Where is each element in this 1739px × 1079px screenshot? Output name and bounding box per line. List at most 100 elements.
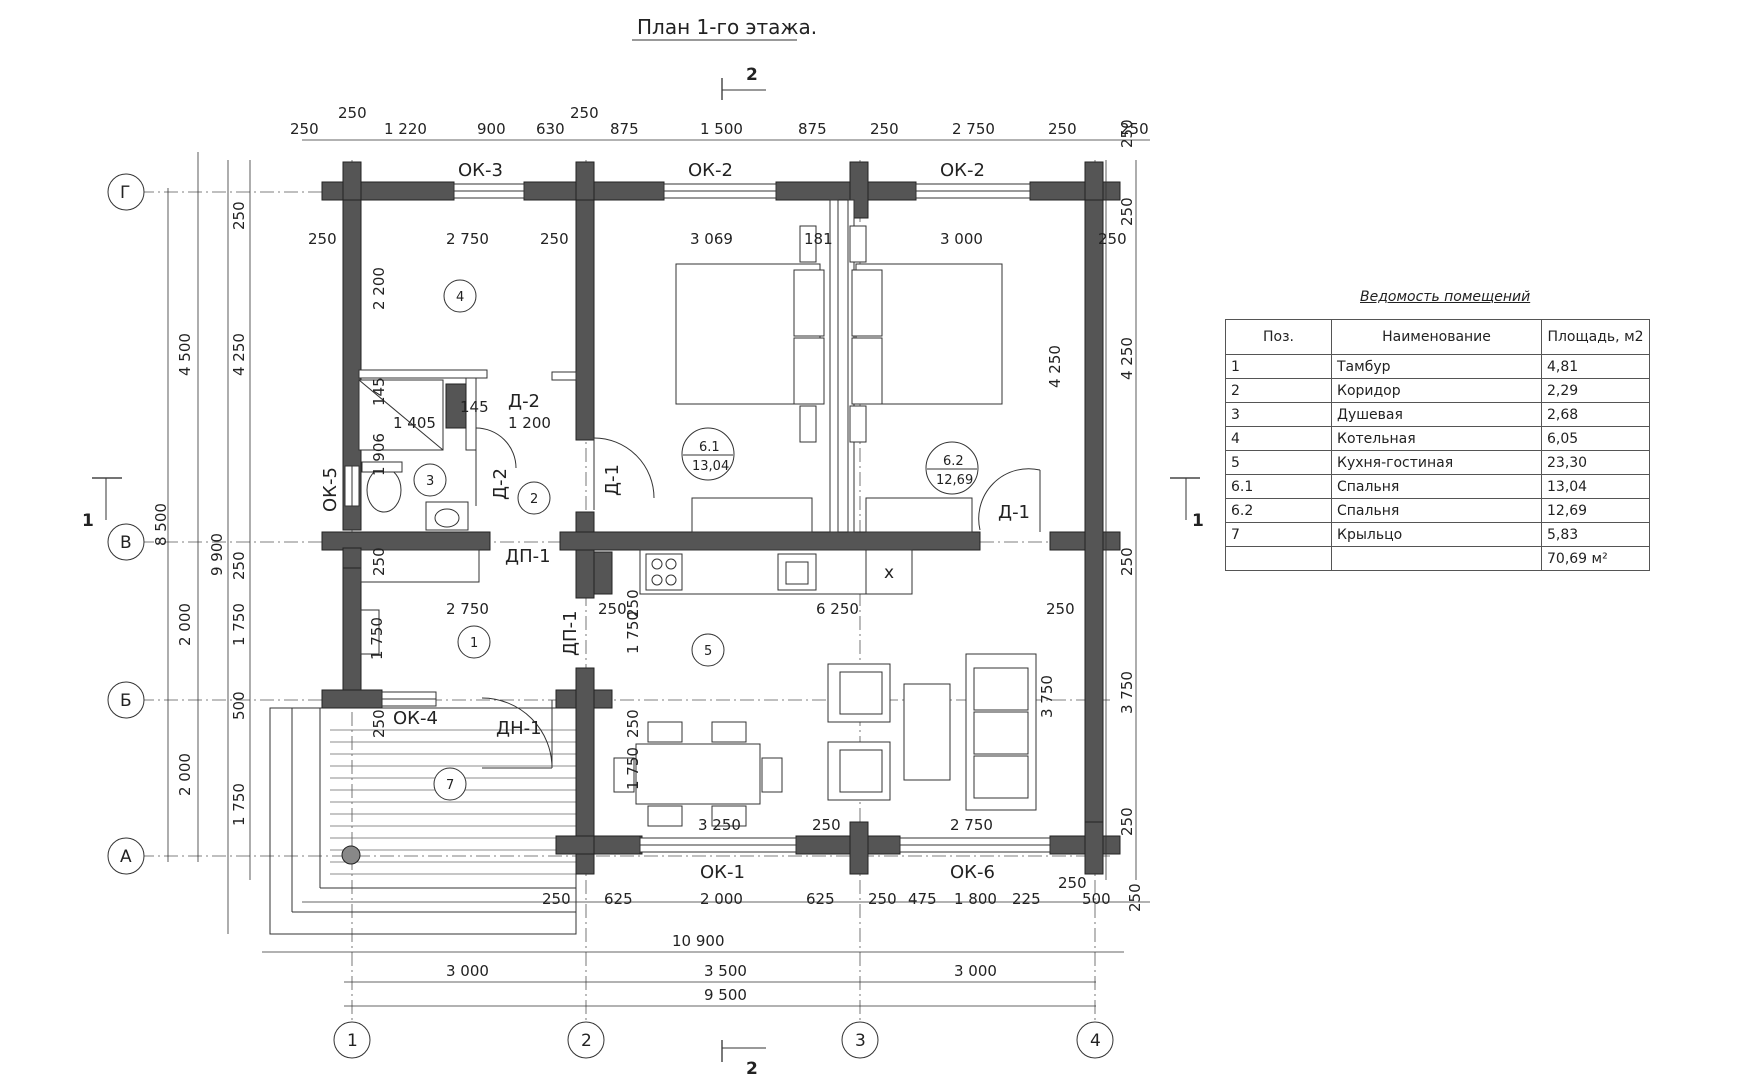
dimension-label: 250 — [598, 600, 627, 618]
furniture: x — [358, 225, 1037, 827]
cell-name: Котельная — [1331, 426, 1542, 451]
door-label-d1-a: Д-1 — [602, 464, 623, 496]
section-bottom-number: 2 — [746, 1059, 758, 1079]
cell-pos: 3 — [1225, 402, 1332, 427]
dimension-label: 250 — [812, 816, 841, 834]
window-label-ok2-a: ОК-2 — [688, 160, 733, 181]
dimension-label: 1 750 — [230, 783, 248, 826]
dimension-label: 250 — [1118, 547, 1136, 576]
section-top-number: 2 — [746, 65, 758, 85]
cell-area: 5,83 — [1541, 522, 1650, 547]
table-header-row: Поз. Наименование Площадь, м2 — [1225, 319, 1650, 355]
section-left-number: 1 — [82, 511, 94, 531]
dimension-label: 2 000 — [176, 753, 194, 796]
room-1-number: 1 — [470, 636, 478, 651]
axis-row-v: В — [120, 533, 132, 553]
cell-name — [1331, 546, 1542, 571]
dimension-label: 1 800 — [954, 890, 997, 908]
dimension-label: 250 — [1118, 807, 1136, 836]
dimension-label: 250 — [338, 104, 367, 122]
col-header-name: Наименование — [1331, 319, 1542, 355]
dims-bottom: 250 625 2 000 625 250 475 1 800 225 250 … — [446, 874, 1144, 1004]
axis-bubbles: Г В Б А 1 2 3 4 — [107, 173, 1114, 1059]
cell-name: Спальня — [1331, 474, 1542, 499]
window-label-ok3: ОК-3 — [458, 160, 503, 181]
dimension-label: 625 — [604, 890, 633, 908]
room-3-number: 3 — [426, 474, 434, 489]
dimension-label: 145 — [460, 398, 489, 416]
dimension-label: 2 200 — [370, 267, 388, 310]
cell-area: 13,04 — [1541, 474, 1650, 499]
dimension-label: 1 750 — [624, 747, 642, 790]
dimension-label: 250 — [1126, 883, 1144, 912]
schedule-title: Ведомость помещений — [1360, 289, 1531, 305]
door-label-d2-a: Д-2 — [508, 391, 540, 412]
room-6-2-area: 12,69 — [936, 473, 973, 488]
dimension-label: 2 000 — [700, 890, 743, 908]
dimension-label: 1 750 — [230, 603, 248, 646]
dimension-label: 9 900 — [208, 533, 226, 576]
dimension-label: 250 — [1118, 197, 1136, 226]
dimension-label: 250 — [570, 104, 599, 122]
room-6-2-number: 6.2 — [943, 454, 964, 469]
dimension-label: 3 000 — [954, 962, 997, 980]
dimension-label: 500 — [230, 691, 248, 720]
cell-area: 23,30 — [1541, 450, 1650, 475]
dimension-label: 250 — [1058, 874, 1087, 892]
cell-name: Крыльцо — [1331, 522, 1542, 547]
axis-col-4: 4 — [1090, 1031, 1101, 1051]
porch — [269, 707, 577, 935]
axis-row-a: А — [120, 847, 132, 867]
dimension-label: 1 906 — [370, 433, 388, 476]
room-5-number: 5 — [704, 644, 712, 659]
dimension-label: 250 — [1118, 119, 1136, 148]
dimension-label: 1 750 — [624, 611, 642, 654]
dimension-label: 4 500 — [176, 333, 194, 376]
fridge-mark: x — [884, 563, 894, 583]
dimension-label: 2 750 — [952, 120, 995, 138]
cell-name: Спальня — [1331, 498, 1542, 523]
dimension-label: 10 900 — [672, 932, 725, 950]
cell-pos: 6.2 — [1225, 498, 1332, 523]
dimension-label: 3 000 — [446, 962, 489, 980]
cell-name: Тамбур — [1331, 354, 1542, 379]
window-label-ok1: ОК-1 — [700, 862, 745, 883]
dimension-label: 875 — [798, 120, 827, 138]
cell-area: 2,29 — [1541, 378, 1650, 403]
dimension-label: 250 — [370, 547, 388, 576]
dimension-label: 1 220 — [384, 120, 427, 138]
axis-row-b: Б — [120, 691, 132, 711]
dims-right: 250 4 250 250 3 750 250 250 — [1118, 119, 1136, 836]
cell-pos: 7 — [1225, 522, 1332, 547]
dimension-label: 6 250 — [816, 600, 859, 618]
dimension-label: 250 — [290, 120, 319, 138]
total-area: 70,69 м² — [1541, 546, 1650, 571]
dimension-label: 250 — [868, 890, 897, 908]
dimension-label: 3 750 — [1038, 675, 1056, 718]
dimension-label: 250 — [624, 709, 642, 738]
dimension-label: 4 250 — [230, 333, 248, 376]
window-label-ok6: ОК-6 — [950, 862, 995, 883]
room-7-number: 7 — [446, 778, 454, 793]
dimension-label: 250 — [308, 230, 337, 248]
cell-area: 2,68 — [1541, 402, 1650, 427]
dimension-label: 475 — [908, 890, 937, 908]
dimension-label: 1 200 — [508, 414, 551, 432]
dimension-label: 250 — [1098, 230, 1127, 248]
dims-left: 4 500 8 500 2 000 2 000 4 250 9 900 1 75… — [152, 201, 248, 826]
axis-col-3: 3 — [855, 1031, 866, 1051]
room-markers: 4 3 2 6.1 13,04 6.2 12,69 1 5 7 — [413, 279, 979, 801]
dimension-label: 1 405 — [393, 414, 436, 432]
stove-block — [445, 383, 467, 429]
dimension-label: 500 — [1082, 890, 1111, 908]
dimension-label: 8 500 — [152, 503, 170, 546]
door-swings — [475, 427, 1041, 769]
